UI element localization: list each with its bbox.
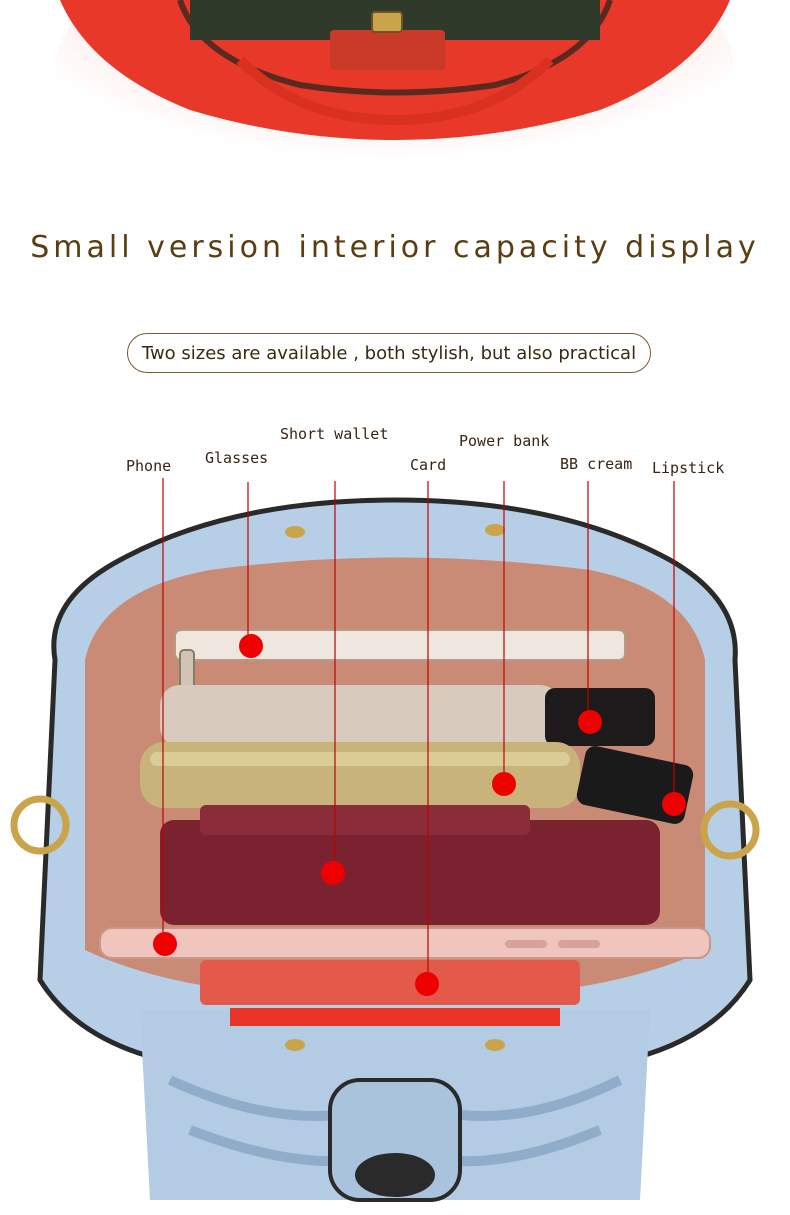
label-short-wallet: Short wallet (280, 425, 389, 443)
label-lipstick: Lipstick (652, 459, 725, 477)
top-bag-photo (0, 0, 790, 230)
subtitle-pill: Two sizes are available , both stylish, … (127, 333, 651, 373)
label-phone: Phone (126, 457, 172, 475)
label-bb-cream: BB cream (560, 455, 633, 473)
label-power-bank: Power bank (459, 432, 550, 450)
headline: Small version interior capacity display (30, 230, 760, 265)
label-card: Card (410, 456, 447, 474)
label-glasses: Glasses (205, 449, 269, 467)
bag-interior-photo (10, 497, 760, 1202)
